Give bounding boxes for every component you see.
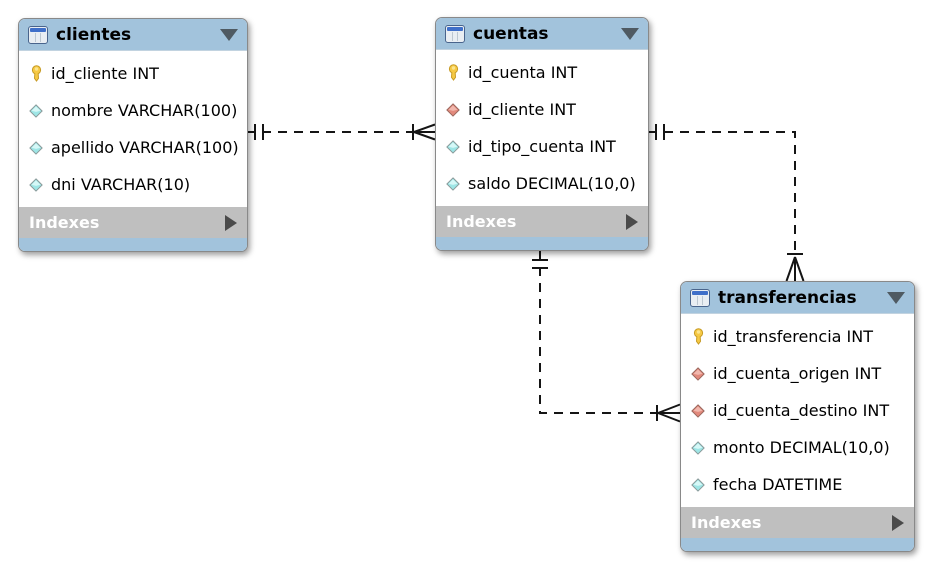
column-label: apellido VARCHAR(100) bbox=[51, 138, 239, 157]
column-label: fecha DATETIME bbox=[713, 475, 843, 494]
table-icon bbox=[445, 24, 465, 43]
column-row[interactable]: id_tipo_cuenta INT bbox=[436, 128, 648, 165]
column-row[interactable]: fecha DATETIME bbox=[681, 466, 914, 503]
collapse-triangle-icon[interactable] bbox=[220, 28, 238, 41]
indexes-label: Indexes bbox=[29, 213, 100, 232]
table-header[interactable]: transferencias bbox=[681, 282, 914, 314]
column-row[interactable]: dni VARCHAR(10) bbox=[19, 166, 247, 203]
expand-arrow-icon[interactable] bbox=[626, 213, 638, 230]
attribute-icon bbox=[689, 440, 707, 455]
relationship-cuentas-transferencias-left[interactable] bbox=[532, 251, 681, 423]
column-label: id_cuenta_destino INT bbox=[713, 401, 890, 420]
one-cardinality-mark[interactable] bbox=[254, 124, 264, 140]
table-icon bbox=[28, 25, 48, 44]
column-label: id_cliente INT bbox=[51, 64, 159, 83]
collapse-triangle-icon[interactable] bbox=[621, 27, 639, 40]
column-row[interactable]: id_cuenta INT bbox=[436, 54, 648, 91]
column-row[interactable]: nombre VARCHAR(100) bbox=[19, 92, 247, 129]
table-transferencias[interactable]: transferencias id_transferencia INT id_c… bbox=[680, 281, 915, 552]
column-list: id_transferencia INT id_cuenta_origen IN… bbox=[681, 314, 914, 507]
table-clientes[interactable]: clientes id_cliente INT nombre VARCHAR(1… bbox=[18, 18, 248, 252]
column-row[interactable]: id_cliente INT bbox=[19, 55, 247, 92]
column-label: saldo DECIMAL(10,0) bbox=[468, 174, 636, 193]
crows-foot-mark[interactable] bbox=[656, 403, 681, 423]
relationship-line[interactable] bbox=[648, 131, 796, 255]
column-label: id_cliente INT bbox=[468, 100, 576, 119]
table-footer bbox=[19, 238, 247, 251]
column-label: monto DECIMAL(10,0) bbox=[713, 438, 890, 457]
expand-arrow-icon[interactable] bbox=[225, 214, 237, 231]
foreign-key-icon bbox=[689, 366, 707, 381]
table-footer bbox=[436, 237, 648, 250]
indexes-label: Indexes bbox=[691, 513, 762, 532]
column-label: id_cuenta INT bbox=[468, 63, 578, 82]
attribute-icon bbox=[27, 140, 45, 155]
column-row[interactable]: id_cuenta_origen INT bbox=[681, 355, 914, 392]
column-label: dni VARCHAR(10) bbox=[51, 175, 191, 194]
column-list: id_cuenta INT id_cliente INT id_tipo_cue… bbox=[436, 50, 648, 206]
column-row[interactable]: id_cliente INT bbox=[436, 91, 648, 128]
column-label: nombre VARCHAR(100) bbox=[51, 101, 238, 120]
table-cuentas[interactable]: cuentas id_cuenta INT id_cliente INT bbox=[435, 17, 649, 251]
relationship-cuentas-transferencias-top[interactable] bbox=[648, 124, 805, 282]
table-icon bbox=[690, 288, 710, 307]
column-row[interactable]: monto DECIMAL(10,0) bbox=[681, 429, 914, 466]
foreign-key-icon bbox=[444, 102, 462, 117]
table-title: clientes bbox=[56, 24, 132, 45]
crows-foot-mark[interactable] bbox=[412, 123, 436, 141]
crows-foot-mark[interactable] bbox=[785, 253, 805, 282]
table-footer bbox=[681, 538, 914, 551]
indexes-label: Indexes bbox=[446, 212, 517, 231]
table-title: cuentas bbox=[473, 23, 549, 44]
relationship-line[interactable] bbox=[539, 251, 657, 414]
column-row[interactable]: apellido VARCHAR(100) bbox=[19, 129, 247, 166]
attribute-icon bbox=[27, 177, 45, 192]
collapse-triangle-icon[interactable] bbox=[887, 291, 905, 304]
column-label: id_tipo_cuenta INT bbox=[468, 137, 616, 156]
column-label: id_transferencia INT bbox=[713, 327, 874, 346]
one-cardinality-mark[interactable] bbox=[532, 259, 548, 269]
attribute-icon bbox=[27, 103, 45, 118]
primary-key-icon bbox=[27, 65, 45, 82]
table-header[interactable]: cuentas bbox=[436, 18, 648, 50]
indexes-bar[interactable]: Indexes bbox=[681, 507, 914, 538]
primary-key-icon bbox=[444, 64, 462, 81]
table-header[interactable]: clientes bbox=[19, 19, 247, 51]
expand-arrow-icon[interactable] bbox=[892, 514, 904, 531]
attribute-icon bbox=[689, 477, 707, 492]
column-row[interactable]: id_transferencia INT bbox=[681, 318, 914, 355]
table-title: transferencias bbox=[718, 287, 857, 308]
indexes-bar[interactable]: Indexes bbox=[436, 206, 648, 237]
primary-key-icon bbox=[689, 328, 707, 345]
attribute-icon bbox=[444, 139, 462, 154]
relationship-clientes-cuentas[interactable] bbox=[246, 123, 436, 141]
foreign-key-icon bbox=[689, 403, 707, 418]
indexes-bar[interactable]: Indexes bbox=[19, 207, 247, 238]
attribute-icon bbox=[444, 176, 462, 191]
column-list: id_cliente INT nombre VARCHAR(100) apell… bbox=[19, 51, 247, 207]
one-cardinality-mark[interactable] bbox=[655, 124, 665, 140]
column-label: id_cuenta_origen INT bbox=[713, 364, 882, 383]
column-row[interactable]: id_cuenta_destino INT bbox=[681, 392, 914, 429]
column-row[interactable]: saldo DECIMAL(10,0) bbox=[436, 165, 648, 202]
